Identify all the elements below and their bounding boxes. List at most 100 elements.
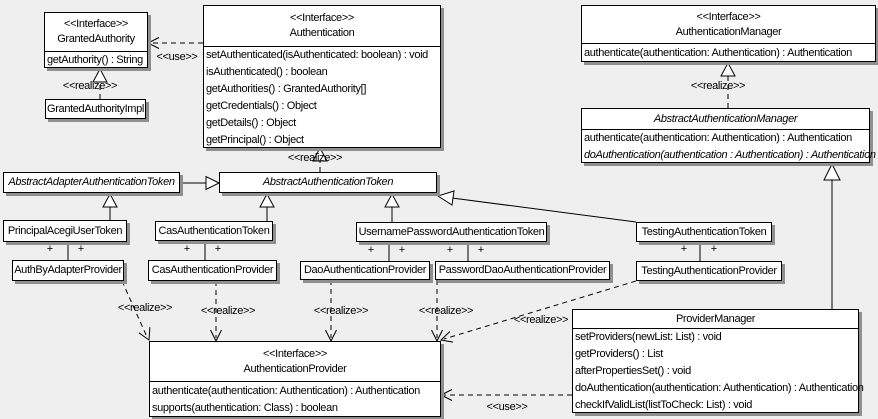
class-abstract-adapter-authentication-token: AbstractAdapterAuthenticationToken bbox=[3, 172, 180, 193]
method-label: getCredentials() : Object bbox=[206, 99, 317, 112]
class-title: AbstractAuthenticationToken bbox=[220, 173, 436, 192]
class-name: AbstractAdapterAuthenticationToken bbox=[8, 176, 175, 188]
edge-realize-testingauthenticationprovider bbox=[439, 280, 637, 343]
class-title: <<Interface>>GrantedAuthority bbox=[45, 13, 147, 51]
edge-generalization-providermanager bbox=[823, 162, 841, 309]
edge-use-providermanager-to-authenticationprovider bbox=[439, 389, 572, 401]
method-label: getPrincipal() : Object bbox=[206, 133, 304, 146]
visibility-plus-marker: + bbox=[446, 244, 454, 256]
method-label: authenticate(authentication: Authenticat… bbox=[584, 132, 852, 145]
class-name: PrincipalAcegiUserToken bbox=[7, 224, 123, 237]
stereotype-label: <<Interface>> bbox=[263, 347, 327, 360]
class-name: Authentication bbox=[289, 27, 355, 39]
class-cas-authentication-token: CasAuthenticationToken bbox=[155, 221, 273, 241]
class-testing-authentication-token: TestingAuthenticationToken bbox=[636, 222, 772, 242]
class-abstract-authentication-token: AbstractAuthenticationToken bbox=[219, 172, 437, 193]
class-title: CasAuthenticationProvider bbox=[149, 261, 276, 280]
class-title: TestingAuthenticationProvider bbox=[637, 262, 781, 280]
edge-label-realize-authbyadapterprovider: <<realize>> bbox=[117, 302, 173, 314]
class-name: AbstractAuthenticationManager bbox=[653, 112, 798, 125]
class-name: AuthenticationManager bbox=[675, 25, 782, 38]
class-title: AbstractAuthenticationManager bbox=[582, 109, 869, 129]
edge-label-realize-grantedauthorityimpl: <<realize>> bbox=[62, 80, 118, 92]
method-label: doAuthentication(authentication : Authen… bbox=[584, 148, 876, 161]
visibility-plus-marker: + bbox=[77, 243, 85, 255]
visibility-plus-marker: + bbox=[367, 244, 375, 256]
visibility-plus-marker: + bbox=[214, 243, 222, 255]
method-label: afterPropertiesSet() : void bbox=[575, 364, 691, 377]
class-name: GrantedAuthority bbox=[57, 33, 135, 45]
class-name: AbstractAuthenticationToken bbox=[262, 176, 394, 188]
visibility-plus-marker: + bbox=[680, 243, 688, 255]
class-authentication: <<Interface>>Authentication setAuthentica… bbox=[203, 5, 441, 148]
class-cas-authentication-provider: CasAuthenticationProvider bbox=[148, 260, 277, 281]
class-auth-by-adapter-provider: AuthByAdapterProvider bbox=[12, 260, 124, 281]
edge-generalization-principalacegiusertoken bbox=[102, 192, 118, 221]
class-username-password-authentication-token: UsernamePasswordAuthenticationToken bbox=[356, 222, 547, 242]
methods-compartment: setAuthenticated(isAuthenticated: boolea… bbox=[204, 46, 440, 148]
edge-label-realize-abstractauthenticationtoken: <<realize>> bbox=[287, 152, 343, 164]
edge-realize-grantedauthorityimpl bbox=[92, 67, 108, 99]
methods-compartment: authenticate(authentication: Authenticat… bbox=[582, 129, 876, 163]
class-testing-authentication-provider: TestingAuthenticationProvider bbox=[636, 261, 782, 281]
method-label: setProviders(newList: List) : void bbox=[575, 331, 722, 344]
edge-label-realize-casauthenticationprovider: <<realize>> bbox=[200, 305, 256, 317]
stereotype-label: <<Interface>> bbox=[696, 10, 761, 23]
edge-realize-abstractauthenticationtoken bbox=[312, 146, 328, 172]
class-password-dao-authentication-provider: PasswordDaoAuthenticationProvider bbox=[435, 261, 610, 280]
edge-label-realize-daoauthenticationprovider: <<realize>> bbox=[313, 305, 369, 317]
class-title: PrincipalAcegiUserToken bbox=[4, 221, 126, 241]
edge-label-use-providermanager-authenticationprovider: <<use>> bbox=[486, 401, 528, 413]
class-title: <<Interface>> AuthenticationManager bbox=[582, 6, 875, 43]
class-name: UsernamePasswordAuthenticationToken bbox=[358, 225, 545, 238]
class-title: UsernamePasswordAuthenticationToken bbox=[357, 223, 546, 241]
visibility-plus-marker: + bbox=[46, 243, 54, 255]
class-abstract-authentication-manager: AbstractAuthenticationManager authenticat… bbox=[581, 108, 876, 163]
class-granted-authority-impl: GrantedAuthorityImpl bbox=[45, 99, 146, 119]
class-name: DaoAuthenticationProvider bbox=[303, 264, 427, 276]
methods-compartment: authenticate(authentication: Authenticat… bbox=[582, 43, 875, 62]
edge-label-use-authentication-grantedauthority: <<use>> bbox=[156, 51, 198, 63]
class-name: ProviderManager bbox=[675, 312, 756, 325]
edge-realize-abstractauthenticationmanager bbox=[720, 61, 736, 108]
edge-realize-authbyadapterprovider bbox=[121, 280, 151, 341]
edge-use-authentication-to-grantedauthority bbox=[146, 37, 203, 49]
class-title: <<Interface>>AuthenticationProvider bbox=[150, 342, 440, 381]
method-label: checkIfValidList(listToCheck: List) : vo… bbox=[575, 398, 753, 411]
class-name: CasAuthenticationProvider bbox=[151, 264, 274, 276]
method-label: isAuthenticated() : boolean bbox=[206, 66, 328, 79]
methods-compartment: setProviders(newList: List) : void getPro… bbox=[573, 328, 864, 413]
visibility-plus-marker: + bbox=[398, 244, 406, 256]
class-title: AbstractAdapterAuthenticationToken bbox=[4, 173, 179, 192]
visibility-plus-marker: + bbox=[710, 243, 718, 255]
method-label: getAuthorities() : GrantedAuthority[] bbox=[206, 83, 367, 96]
method-label: getAuthority() : String bbox=[47, 54, 143, 66]
class-title: TestingAuthenticationToken bbox=[637, 223, 771, 241]
edge-generalization-testingtoken bbox=[436, 190, 637, 223]
edge-generalization-casauthenticationtoken bbox=[259, 192, 275, 221]
class-title: AuthByAdapterProvider bbox=[13, 261, 123, 280]
class-authentication-manager: <<Interface>> AuthenticationManager authen… bbox=[581, 5, 876, 62]
method-label: getProviders() : List bbox=[575, 348, 664, 361]
edge-label-realize-abstractauthenticationmanager: <<realize>> bbox=[690, 80, 746, 92]
methods-compartment: authenticate(authentication: Authenticat… bbox=[150, 381, 440, 417]
class-title: ProviderManager bbox=[573, 310, 858, 328]
class-name: PasswordDaoAuthenticationProvider bbox=[438, 264, 607, 276]
method-label: doAuthentication(authentication: Authent… bbox=[575, 381, 864, 394]
class-principal-acegi-user-token: PrincipalAcegiUserToken bbox=[3, 220, 127, 242]
class-provider-manager: ProviderManager setProviders(newList: Lis… bbox=[572, 309, 864, 413]
class-name: TestingAuthenticationToken bbox=[641, 225, 767, 238]
method-label: authenticate(authentication: Authenticat… bbox=[584, 47, 852, 59]
class-name: TestingAuthenticationProvider bbox=[641, 264, 777, 277]
class-dao-authentication-provider: DaoAuthenticationProvider bbox=[300, 261, 430, 280]
class-name: CasAuthenticationToken bbox=[158, 224, 270, 237]
class-title: CasAuthenticationToken bbox=[156, 222, 272, 240]
class-title: DaoAuthenticationProvider bbox=[301, 262, 429, 279]
class-title: PasswordDaoAuthenticationProvider bbox=[436, 262, 609, 279]
method-label: getDetails() : Object bbox=[206, 116, 296, 129]
class-name: AuthByAdapterProvider bbox=[14, 264, 122, 276]
method-label: setAuthenticated(isAuthenticated: boolea… bbox=[206, 49, 428, 62]
class-title: <<Interface>>Authentication bbox=[204, 6, 440, 46]
